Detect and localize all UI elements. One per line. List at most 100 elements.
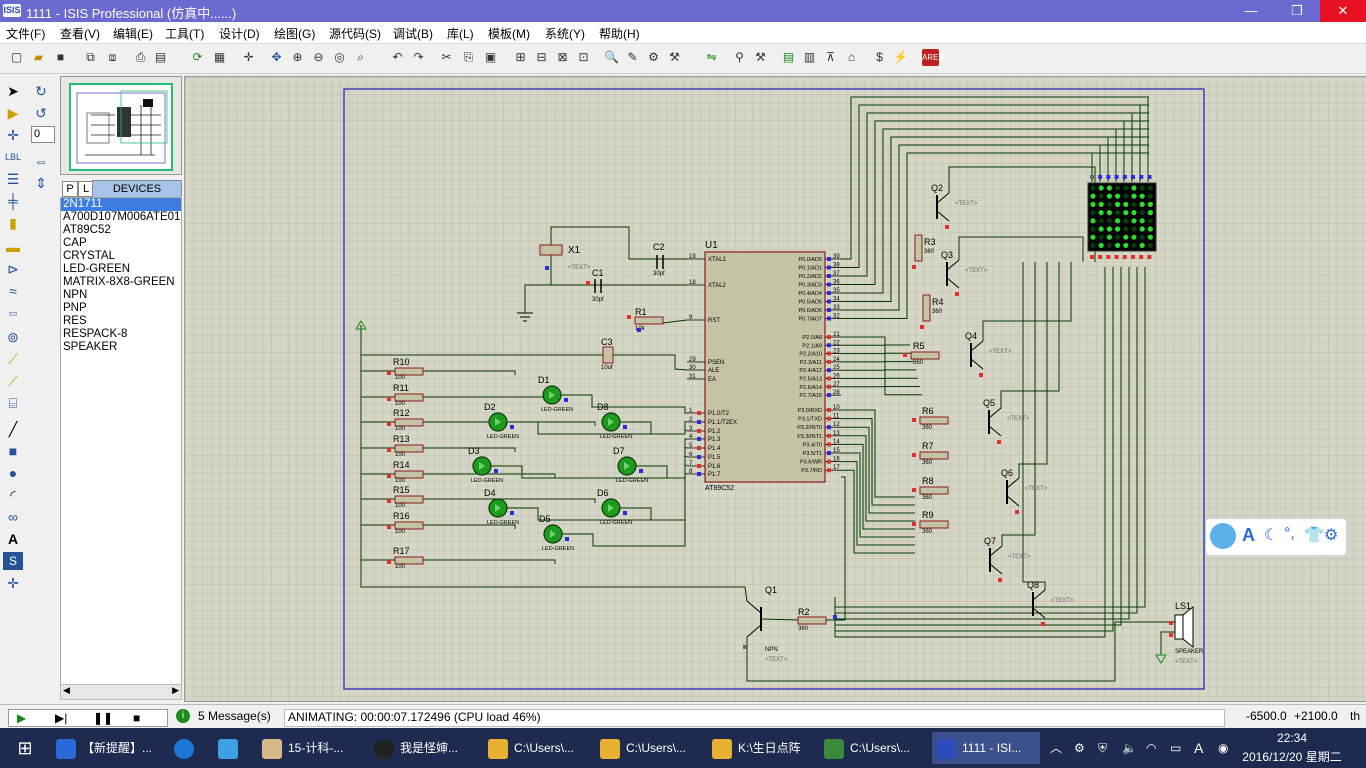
menu-help[interactable]: 帮助(H) bbox=[599, 27, 640, 41]
taskbar-item[interactable] bbox=[174, 732, 200, 764]
print-icon[interactable]: ⎙ bbox=[135, 50, 146, 64]
device-item[interactable]: RES bbox=[63, 315, 87, 327]
open-folder-icon[interactable]: ▰ bbox=[33, 50, 44, 64]
menu-tools[interactable]: 工具(T) bbox=[165, 27, 205, 41]
menu-edit[interactable]: 编辑(E) bbox=[113, 27, 153, 41]
ime-mascot-icon[interactable] bbox=[1210, 523, 1236, 549]
device-item[interactable]: SPEAKER bbox=[63, 341, 118, 353]
marker-icon[interactable]: ✛ bbox=[7, 575, 19, 591]
network-device-icon[interactable]: ⚙ bbox=[1074, 741, 1085, 755]
block-delete-icon[interactable]: ⊡ bbox=[578, 50, 589, 64]
virtual-instrument-icon[interactable]: ⌸ bbox=[8, 395, 18, 411]
package-tool-icon[interactable]: ⚙ bbox=[648, 50, 659, 64]
voltage-probe-icon[interactable]: ⟋ bbox=[8, 351, 18, 367]
import-icon[interactable]: ⧉ bbox=[86, 50, 95, 64]
junction-dot-icon[interactable]: ✛ bbox=[7, 127, 19, 143]
block-move-icon[interactable]: ⊟ bbox=[536, 50, 547, 64]
ares-icon[interactable]: ARES bbox=[922, 49, 944, 66]
play-icon[interactable]: ▶ bbox=[17, 711, 27, 725]
block-rotate-icon[interactable]: ⊠ bbox=[557, 50, 568, 64]
mirror-horizontal-icon[interactable]: ⇔ bbox=[34, 153, 48, 169]
taskbar-item[interactable]: C:\Users\... bbox=[824, 732, 924, 764]
pause-icon[interactable]: ❚❚ bbox=[93, 711, 114, 725]
symbol-icon[interactable]: S bbox=[3, 552, 23, 570]
menu-debug[interactable]: 调试(B) bbox=[393, 27, 433, 41]
taskbar-item[interactable]: C:\Users\... bbox=[600, 732, 700, 764]
show-hidden-icons-icon[interactable]: ︿ bbox=[1050, 741, 1063, 755]
text-script-icon[interactable]: ☰ bbox=[6, 171, 20, 187]
device-item[interactable]: A700D107M006ATE018 bbox=[63, 211, 181, 223]
taskbar-item-active[interactable]: 1111 - ISI... bbox=[932, 732, 1040, 764]
box-icon[interactable]: ■ bbox=[8, 443, 18, 459]
make-device-icon[interactable]: ✎ bbox=[627, 50, 638, 64]
arc-icon[interactable]: ◜ bbox=[10, 487, 16, 503]
wifi-icon[interactable]: ◠ bbox=[1146, 741, 1157, 755]
taskbar-item[interactable]: 15-计科-... bbox=[262, 732, 362, 764]
zoom-all-icon[interactable]: ◎ bbox=[334, 50, 345, 64]
minimize-button[interactable]: — bbox=[1244, 3, 1258, 18]
line-icon[interactable]: ╱ bbox=[8, 421, 18, 437]
moon-icon[interactable]: ☾ bbox=[1264, 527, 1279, 544]
property-tool-icon[interactable]: ⚒ bbox=[755, 50, 766, 64]
ime-logo-icon[interactable]: ◉ bbox=[1218, 741, 1229, 755]
battery-icon[interactable]: ▭ bbox=[1170, 741, 1182, 755]
undo-icon[interactable]: ↶ bbox=[392, 50, 403, 64]
punctuation-icon[interactable]: °, bbox=[1284, 525, 1295, 542]
menu-source[interactable]: 源代码(S) bbox=[329, 27, 381, 41]
menu-design[interactable]: 设计(D) bbox=[219, 27, 260, 41]
new-file-icon[interactable]: ▢ bbox=[10, 50, 23, 64]
device-item[interactable]: CAP bbox=[63, 237, 87, 249]
electrical-rule-check-icon[interactable]: ⚡ bbox=[893, 50, 908, 64]
remove-sheet-icon[interactable]: ▥ bbox=[803, 50, 816, 64]
menu-view[interactable]: 查看(V) bbox=[60, 27, 100, 41]
stop-icon[interactable]: ■ bbox=[133, 711, 141, 725]
pick-devices-button[interactable]: P bbox=[62, 181, 78, 197]
overview-thumbnail[interactable] bbox=[69, 83, 173, 171]
export-icon[interactable]: ⧈ bbox=[108, 50, 117, 64]
wire-label-icon[interactable]: LBL bbox=[4, 152, 21, 162]
ime-mode-label[interactable]: A bbox=[1242, 525, 1255, 545]
zoom-in-icon[interactable]: ⊕ bbox=[292, 50, 303, 64]
overview-window[interactable] bbox=[60, 76, 182, 175]
print-area-icon[interactable]: ▤ bbox=[154, 50, 167, 64]
copy-icon[interactable]: ⎘ bbox=[463, 50, 474, 64]
decompose-icon[interactable]: ⚒ bbox=[669, 50, 680, 64]
menu-template[interactable]: 模板(M) bbox=[488, 27, 530, 41]
zoom-out-icon[interactable]: ⊖ bbox=[313, 50, 324, 64]
terminals-icon[interactable]: ▬ bbox=[6, 239, 20, 255]
device-item[interactable]: MATRIX-8X8-GREEN bbox=[63, 276, 175, 288]
tape-recorder-icon[interactable]: ▭ bbox=[8, 308, 18, 318]
search-tag-icon[interactable]: ⚲ bbox=[735, 50, 744, 64]
redo-icon[interactable]: ↷ bbox=[413, 50, 424, 64]
skin-icon[interactable]: 👕 bbox=[1304, 527, 1324, 544]
clock-time[interactable]: 22:34 bbox=[1276, 731, 1308, 745]
wire-autoroute-icon[interactable]: ⇋ bbox=[706, 50, 717, 64]
menu-graph[interactable]: 绘图(G) bbox=[274, 27, 316, 41]
pan-icon[interactable]: ✥ bbox=[271, 50, 282, 64]
current-probe-icon[interactable]: ⟋ bbox=[8, 373, 18, 389]
menu-file[interactable]: 文件(F) bbox=[6, 27, 46, 41]
clock-date[interactable]: 2016/12/20 星期二 bbox=[1242, 750, 1342, 764]
rotation-angle-input[interactable]: 0 bbox=[31, 126, 55, 143]
refresh-icon[interactable]: ⟳ bbox=[192, 50, 203, 64]
input-method-indicator[interactable]: A bbox=[1194, 740, 1204, 756]
volume-icon[interactable]: 🔈 bbox=[1122, 741, 1137, 755]
scroll-right-icon[interactable]: ▶ bbox=[172, 685, 179, 695]
messages-count[interactable]: 5 Message(s) bbox=[198, 709, 271, 723]
rotate-clockwise-icon[interactable]: ↻ bbox=[35, 83, 47, 99]
close-button[interactable]: ✕ bbox=[1320, 0, 1366, 22]
subcircuit-icon[interactable]: ▮ bbox=[9, 215, 17, 231]
ime-float-toolbar[interactable]: A ☾ °, 👕 ⚙ bbox=[1205, 518, 1347, 556]
menu-system[interactable]: 系统(Y) bbox=[545, 27, 585, 41]
scroll-left-icon[interactable]: ◀ bbox=[63, 685, 70, 695]
selection-mode-icon[interactable]: ➤ bbox=[7, 83, 19, 99]
cut-icon[interactable]: ✂ bbox=[441, 50, 452, 64]
taskbar-item[interactable] bbox=[218, 732, 244, 764]
device-item[interactable]: PNP bbox=[63, 302, 87, 314]
paste-icon[interactable]: ▣ bbox=[484, 50, 497, 64]
rotate-anticlockwise-icon[interactable]: ↺ bbox=[35, 105, 47, 121]
pick-device-icon[interactable]: 🔍 bbox=[604, 50, 619, 64]
text-icon[interactable]: A bbox=[7, 531, 19, 547]
